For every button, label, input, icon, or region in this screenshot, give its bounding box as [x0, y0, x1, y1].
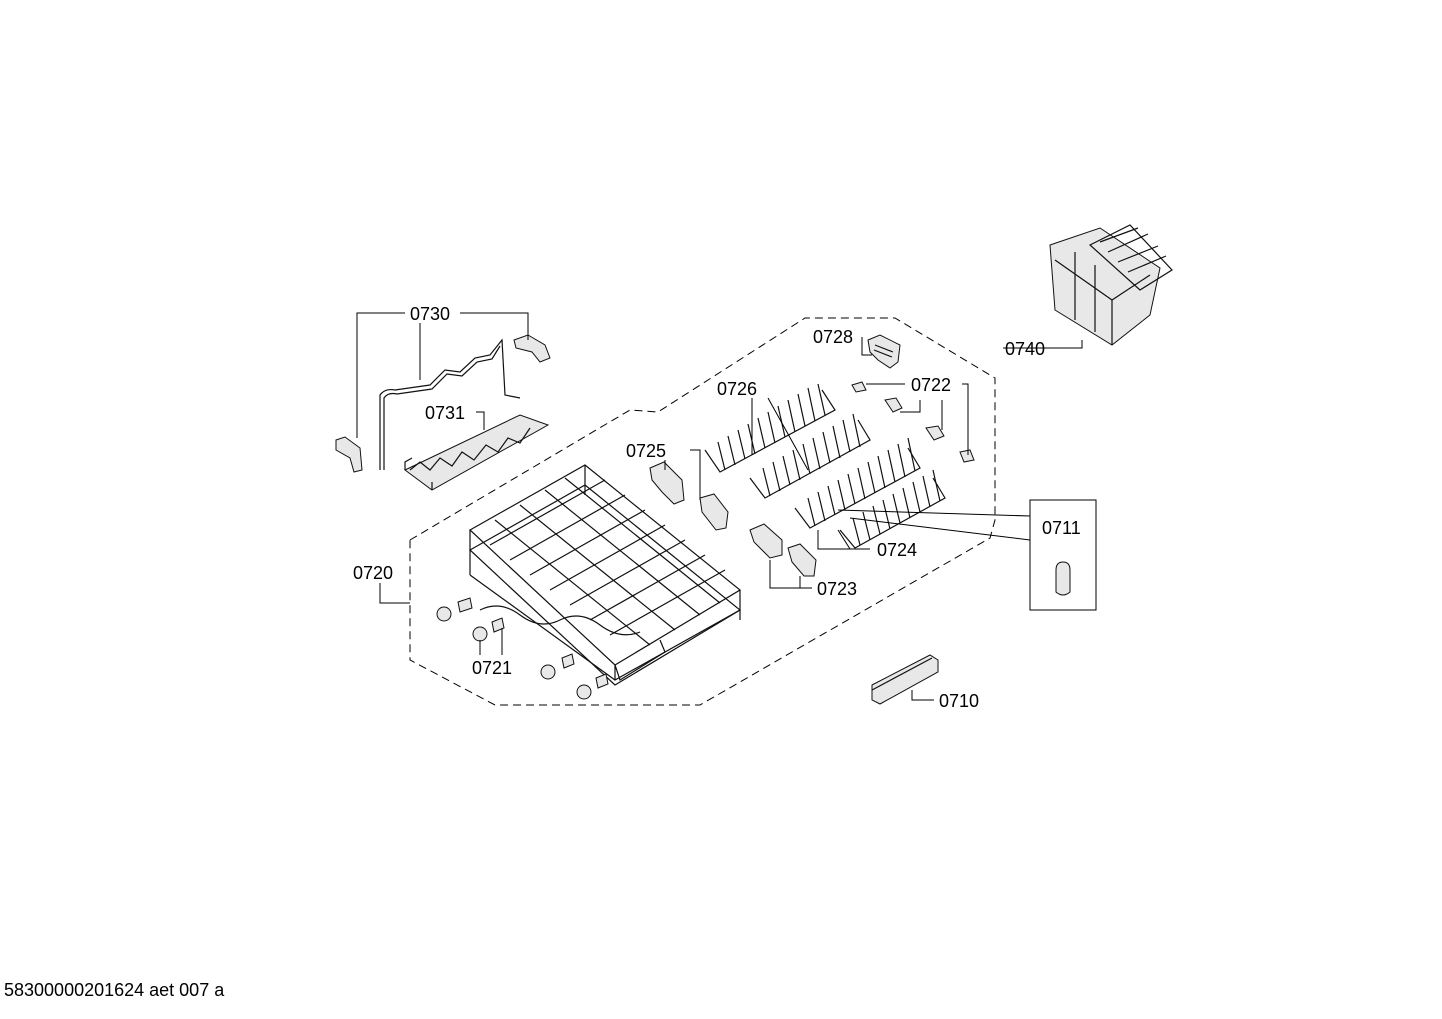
label-0726: 0726 [717, 379, 757, 399]
label-0723: 0723 [817, 579, 857, 599]
part-0728-holder [867, 334, 901, 369]
part-0740-cutlery-basket [1049, 224, 1173, 346]
label-0728: 0728 [813, 327, 853, 347]
label-0724: 0724 [877, 540, 917, 560]
label-0725: 0725 [626, 441, 666, 461]
label-0730: 0730 [410, 304, 450, 324]
document-id: 58300000201624 aet 007 a [4, 980, 225, 1000]
label-0722: 0722 [911, 375, 951, 395]
leader-lines [356, 312, 1083, 701]
part-0731-cup-shelf [404, 414, 550, 491]
label-0740: 0740 [1005, 339, 1045, 359]
assembly-group-outline [409, 317, 996, 706]
label-0710: 0710 [939, 691, 979, 711]
part-0730-rail [335, 334, 551, 473]
part-0710-panel [871, 654, 939, 705]
part-0726-tine-racks [704, 383, 946, 549]
label-0711: 0711 [1042, 518, 1081, 538]
part-0725-holders [649, 461, 729, 531]
part-0720-basket [468, 464, 742, 686]
label-0721: 0721 [472, 658, 512, 678]
part-0721-wheels [436, 597, 609, 700]
label-0731: 0731 [425, 403, 465, 423]
part-0723-holders [749, 523, 817, 577]
part-0711-inset [1029, 499, 1097, 611]
part-0722-clips [851, 381, 975, 463]
label-0720: 0720 [353, 563, 393, 583]
